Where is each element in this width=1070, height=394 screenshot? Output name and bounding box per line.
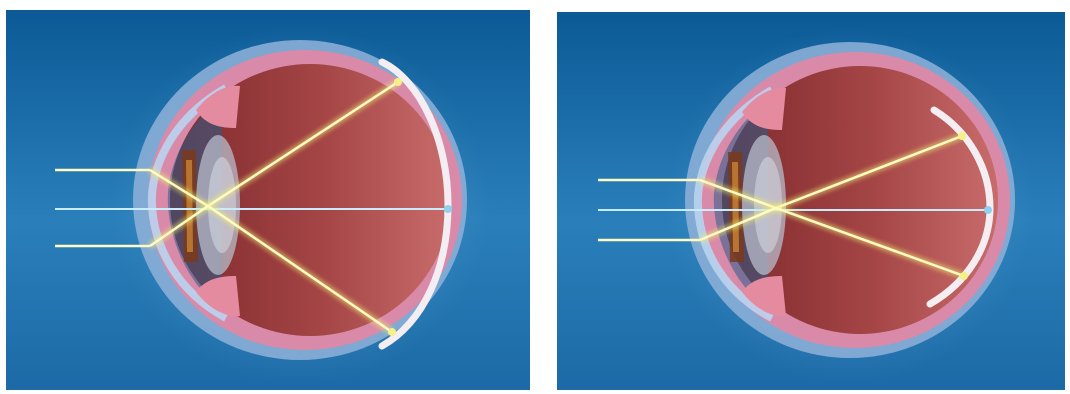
panel-right xyxy=(557,12,1065,390)
optical-axis xyxy=(55,205,452,213)
panel-left xyxy=(6,10,530,390)
